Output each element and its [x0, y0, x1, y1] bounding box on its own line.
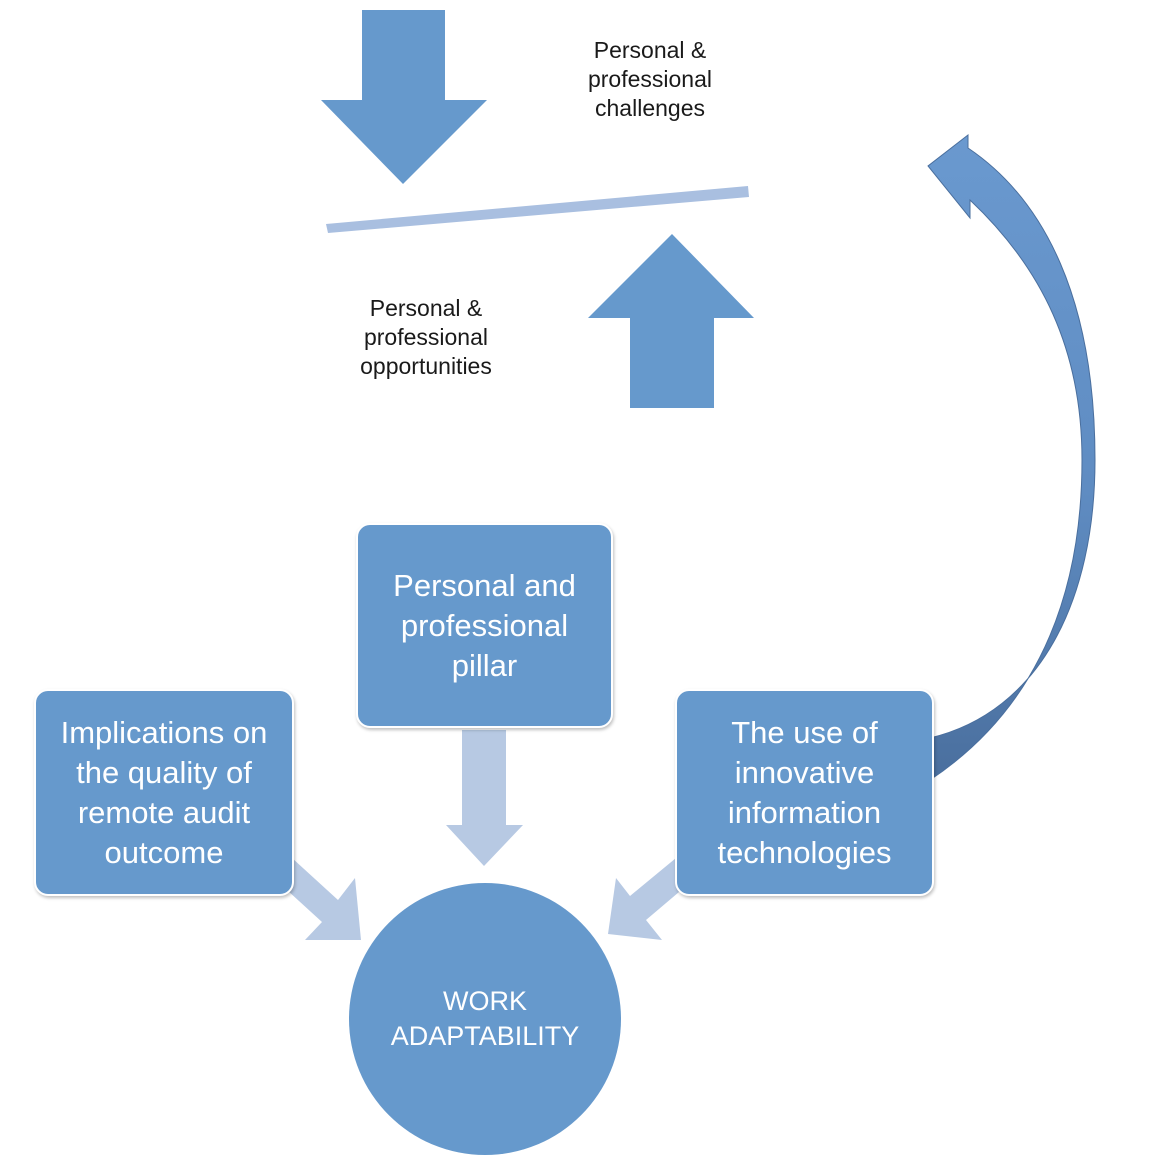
opportunities-label-line-2: professional [363, 324, 489, 350]
pillar-line-1: Personal and [393, 567, 576, 603]
implications-line-1: Implications on [60, 714, 268, 750]
implications-box: Implications on the quality of remote au… [34, 689, 294, 896]
challenges-label-line-2: professional [587, 66, 713, 92]
implications-line-3: remote audit [77, 794, 251, 830]
challenges-label-line-1: Personal & [593, 37, 707, 63]
technologies-line-1: The use of [731, 714, 878, 750]
implications-to-center-arrow [276, 858, 361, 940]
center-line-2: ADAPTABILITY [390, 1021, 580, 1051]
implications-line-2: the quality of [76, 754, 252, 790]
technologies-line-2: innovative [734, 754, 875, 790]
center-line-1: WORK [443, 986, 527, 1016]
pillar-line-3: pillar [451, 647, 518, 683]
technologies-line-4: technologies [717, 834, 892, 870]
technologies-box: The use of innovative information techno… [675, 689, 934, 896]
challenges-label-line-3: challenges [595, 95, 705, 121]
technologies-line-3: information [727, 794, 882, 830]
down-arrow-icon [321, 10, 487, 184]
technologies-to-center-arrow [608, 858, 692, 940]
pillar-box-text: Personal and professional pillar [393, 566, 576, 686]
curved-arrow-icon [927, 133, 1096, 781]
implications-line-4: outcome [104, 834, 224, 870]
opportunities-label: Personal & professional opportunities [336, 294, 516, 381]
work-adaptability-text: WORK ADAPTABILITY [391, 984, 580, 1054]
opportunities-label-line-3: opportunities [360, 353, 492, 379]
implications-box-text: Implications on the quality of remote au… [61, 713, 268, 873]
balance-beam [326, 186, 749, 233]
work-adaptability-circle: WORK ADAPTABILITY [349, 883, 621, 1155]
pillar-to-center-arrow [446, 730, 523, 866]
up-arrow-icon [588, 234, 754, 408]
pillar-box: Personal and professional pillar [356, 523, 613, 728]
pillar-line-2: professional [400, 607, 569, 643]
opportunities-label-line-1: Personal & [369, 295, 483, 321]
technologies-box-text: The use of innovative information techno… [717, 713, 891, 873]
challenges-label: Personal & professional challenges [560, 36, 740, 123]
